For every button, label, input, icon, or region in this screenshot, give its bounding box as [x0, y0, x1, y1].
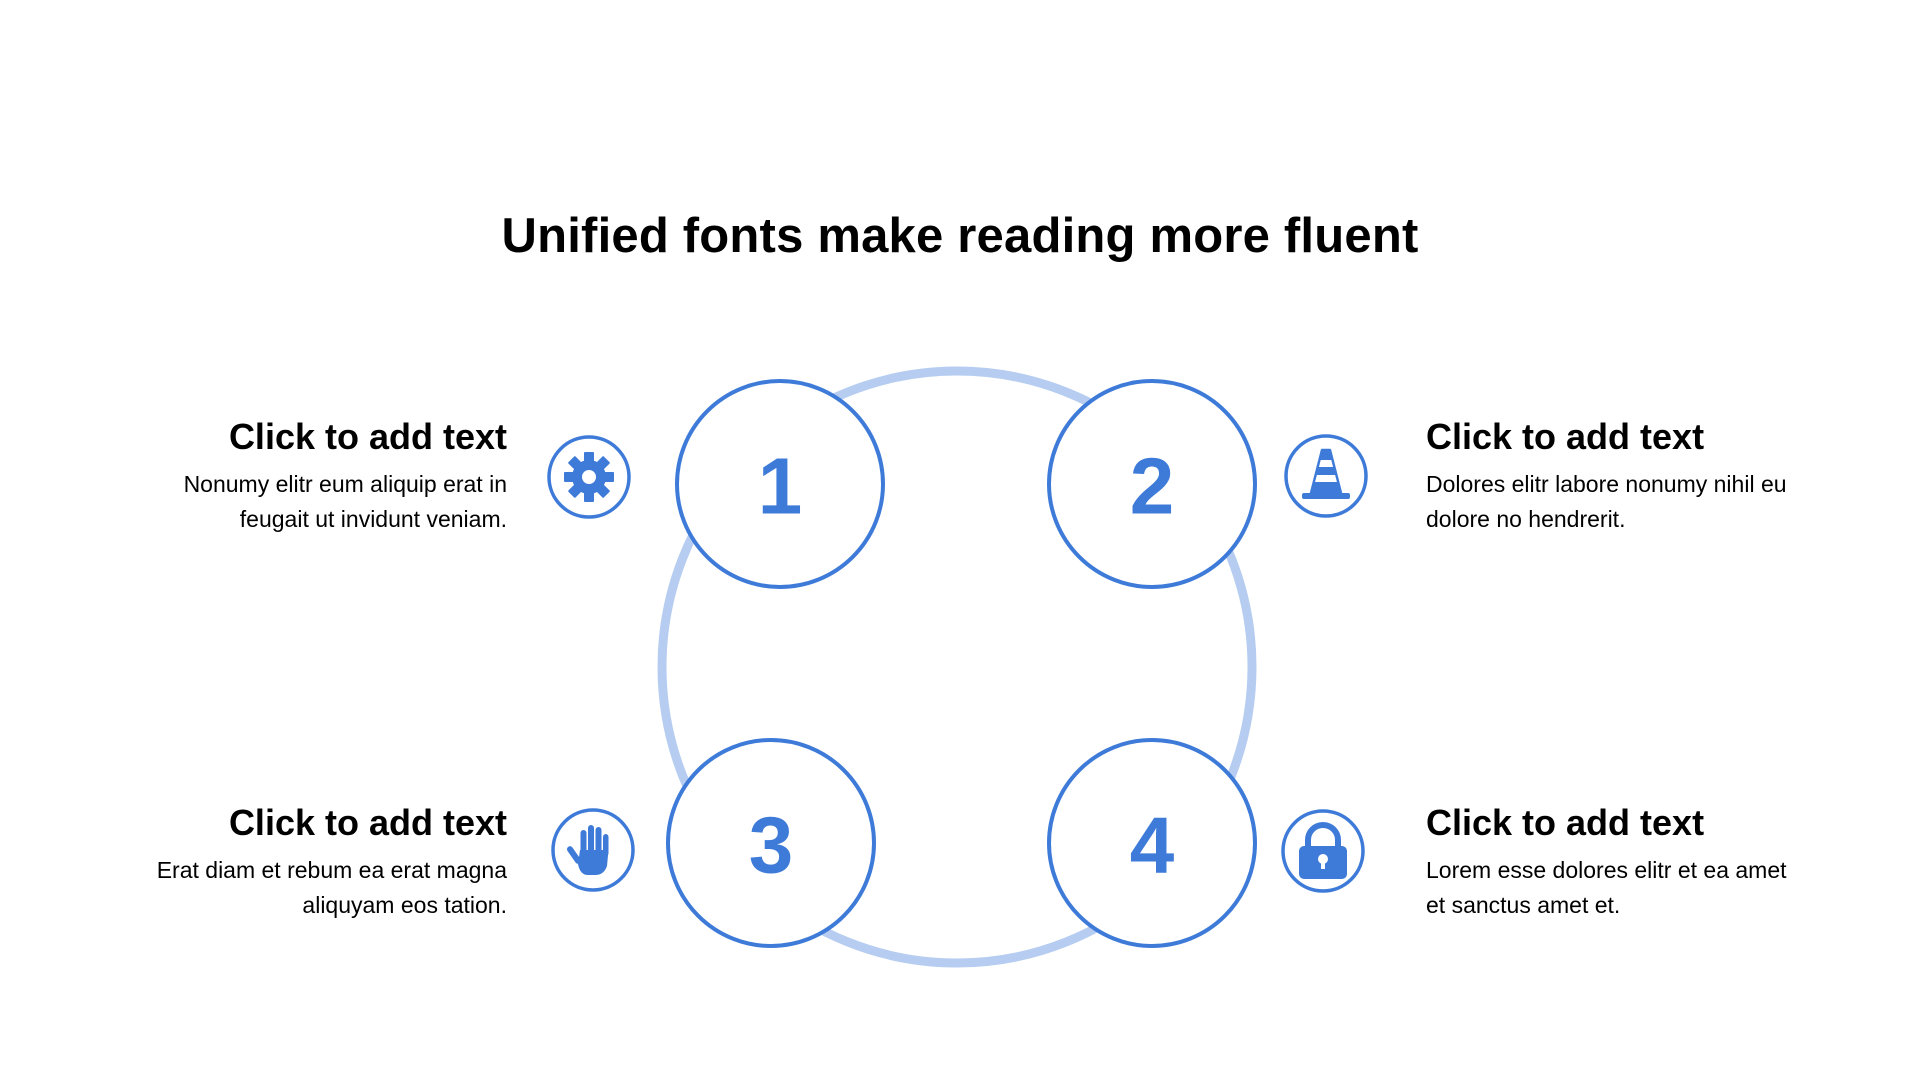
step-description-3-line-2: aliquyam eos tation.	[302, 892, 507, 918]
step-text-2[interactable]: Click to add text Dolores elitr labore n…	[1426, 415, 1836, 537]
step-circle-2[interactable]: 2	[1047, 379, 1257, 589]
step-description-3-line-1: Erat diam et rebum ea erat magna	[156, 857, 507, 883]
step-number-3: 3	[749, 801, 794, 890]
step-text-3[interactable]: Click to add text Erat diam et rebum ea …	[97, 801, 507, 923]
step-number-2: 2	[1130, 442, 1175, 531]
step-circle-1[interactable]: 1	[675, 379, 885, 589]
step-heading-3[interactable]: Click to add text	[228, 802, 507, 843]
slide-title[interactable]: Unified fonts make reading more fluent	[501, 209, 1419, 263]
step-number-1: 1	[758, 442, 803, 531]
step-description-2-line-1: Dolores elitr labore nonumy nihil eu	[1426, 471, 1787, 497]
step-description-4-line-2: et sanctus amet et.	[1426, 892, 1621, 918]
step-description-4-line-1: Lorem esse dolores elitr et ea amet	[1426, 857, 1787, 883]
step-circle-3[interactable]: 3	[666, 738, 876, 948]
padlock-icon	[1281, 809, 1365, 893]
step-description-1-line-1: Nonumy elitr eum aliquip erat in	[183, 471, 507, 497]
cycle-ring	[657, 366, 1257, 968]
step-description-2-line-2: dolore no hendrerit.	[1426, 506, 1626, 532]
hand-icon	[551, 808, 635, 892]
gear-icon	[547, 435, 631, 519]
step-heading-1[interactable]: Click to add text	[228, 416, 507, 457]
step-description-1-line-2: feugait ut invidunt veniam.	[239, 506, 507, 532]
step-description-2[interactable]: Dolores elitr labore nonumy nihil eu dol…	[1426, 467, 1836, 537]
step-description-1[interactable]: Nonumy elitr eum aliquip erat in feugait…	[97, 467, 507, 537]
traffic-cone-icon	[1284, 434, 1368, 518]
step-circle-4[interactable]: 4	[1047, 738, 1257, 948]
step-description-4[interactable]: Lorem esse dolores elitr et ea amet et s…	[1426, 853, 1836, 923]
step-description-3[interactable]: Erat diam et rebum ea erat magna aliquya…	[97, 853, 507, 923]
step-text-1[interactable]: Click to add text Nonumy elitr eum aliqu…	[97, 415, 507, 537]
step-number-4: 4	[1130, 801, 1175, 890]
step-heading-2[interactable]: Click to add text	[1426, 416, 1705, 457]
step-text-4[interactable]: Click to add text Lorem esse dolores eli…	[1426, 801, 1836, 923]
step-heading-4[interactable]: Click to add text	[1426, 802, 1705, 843]
